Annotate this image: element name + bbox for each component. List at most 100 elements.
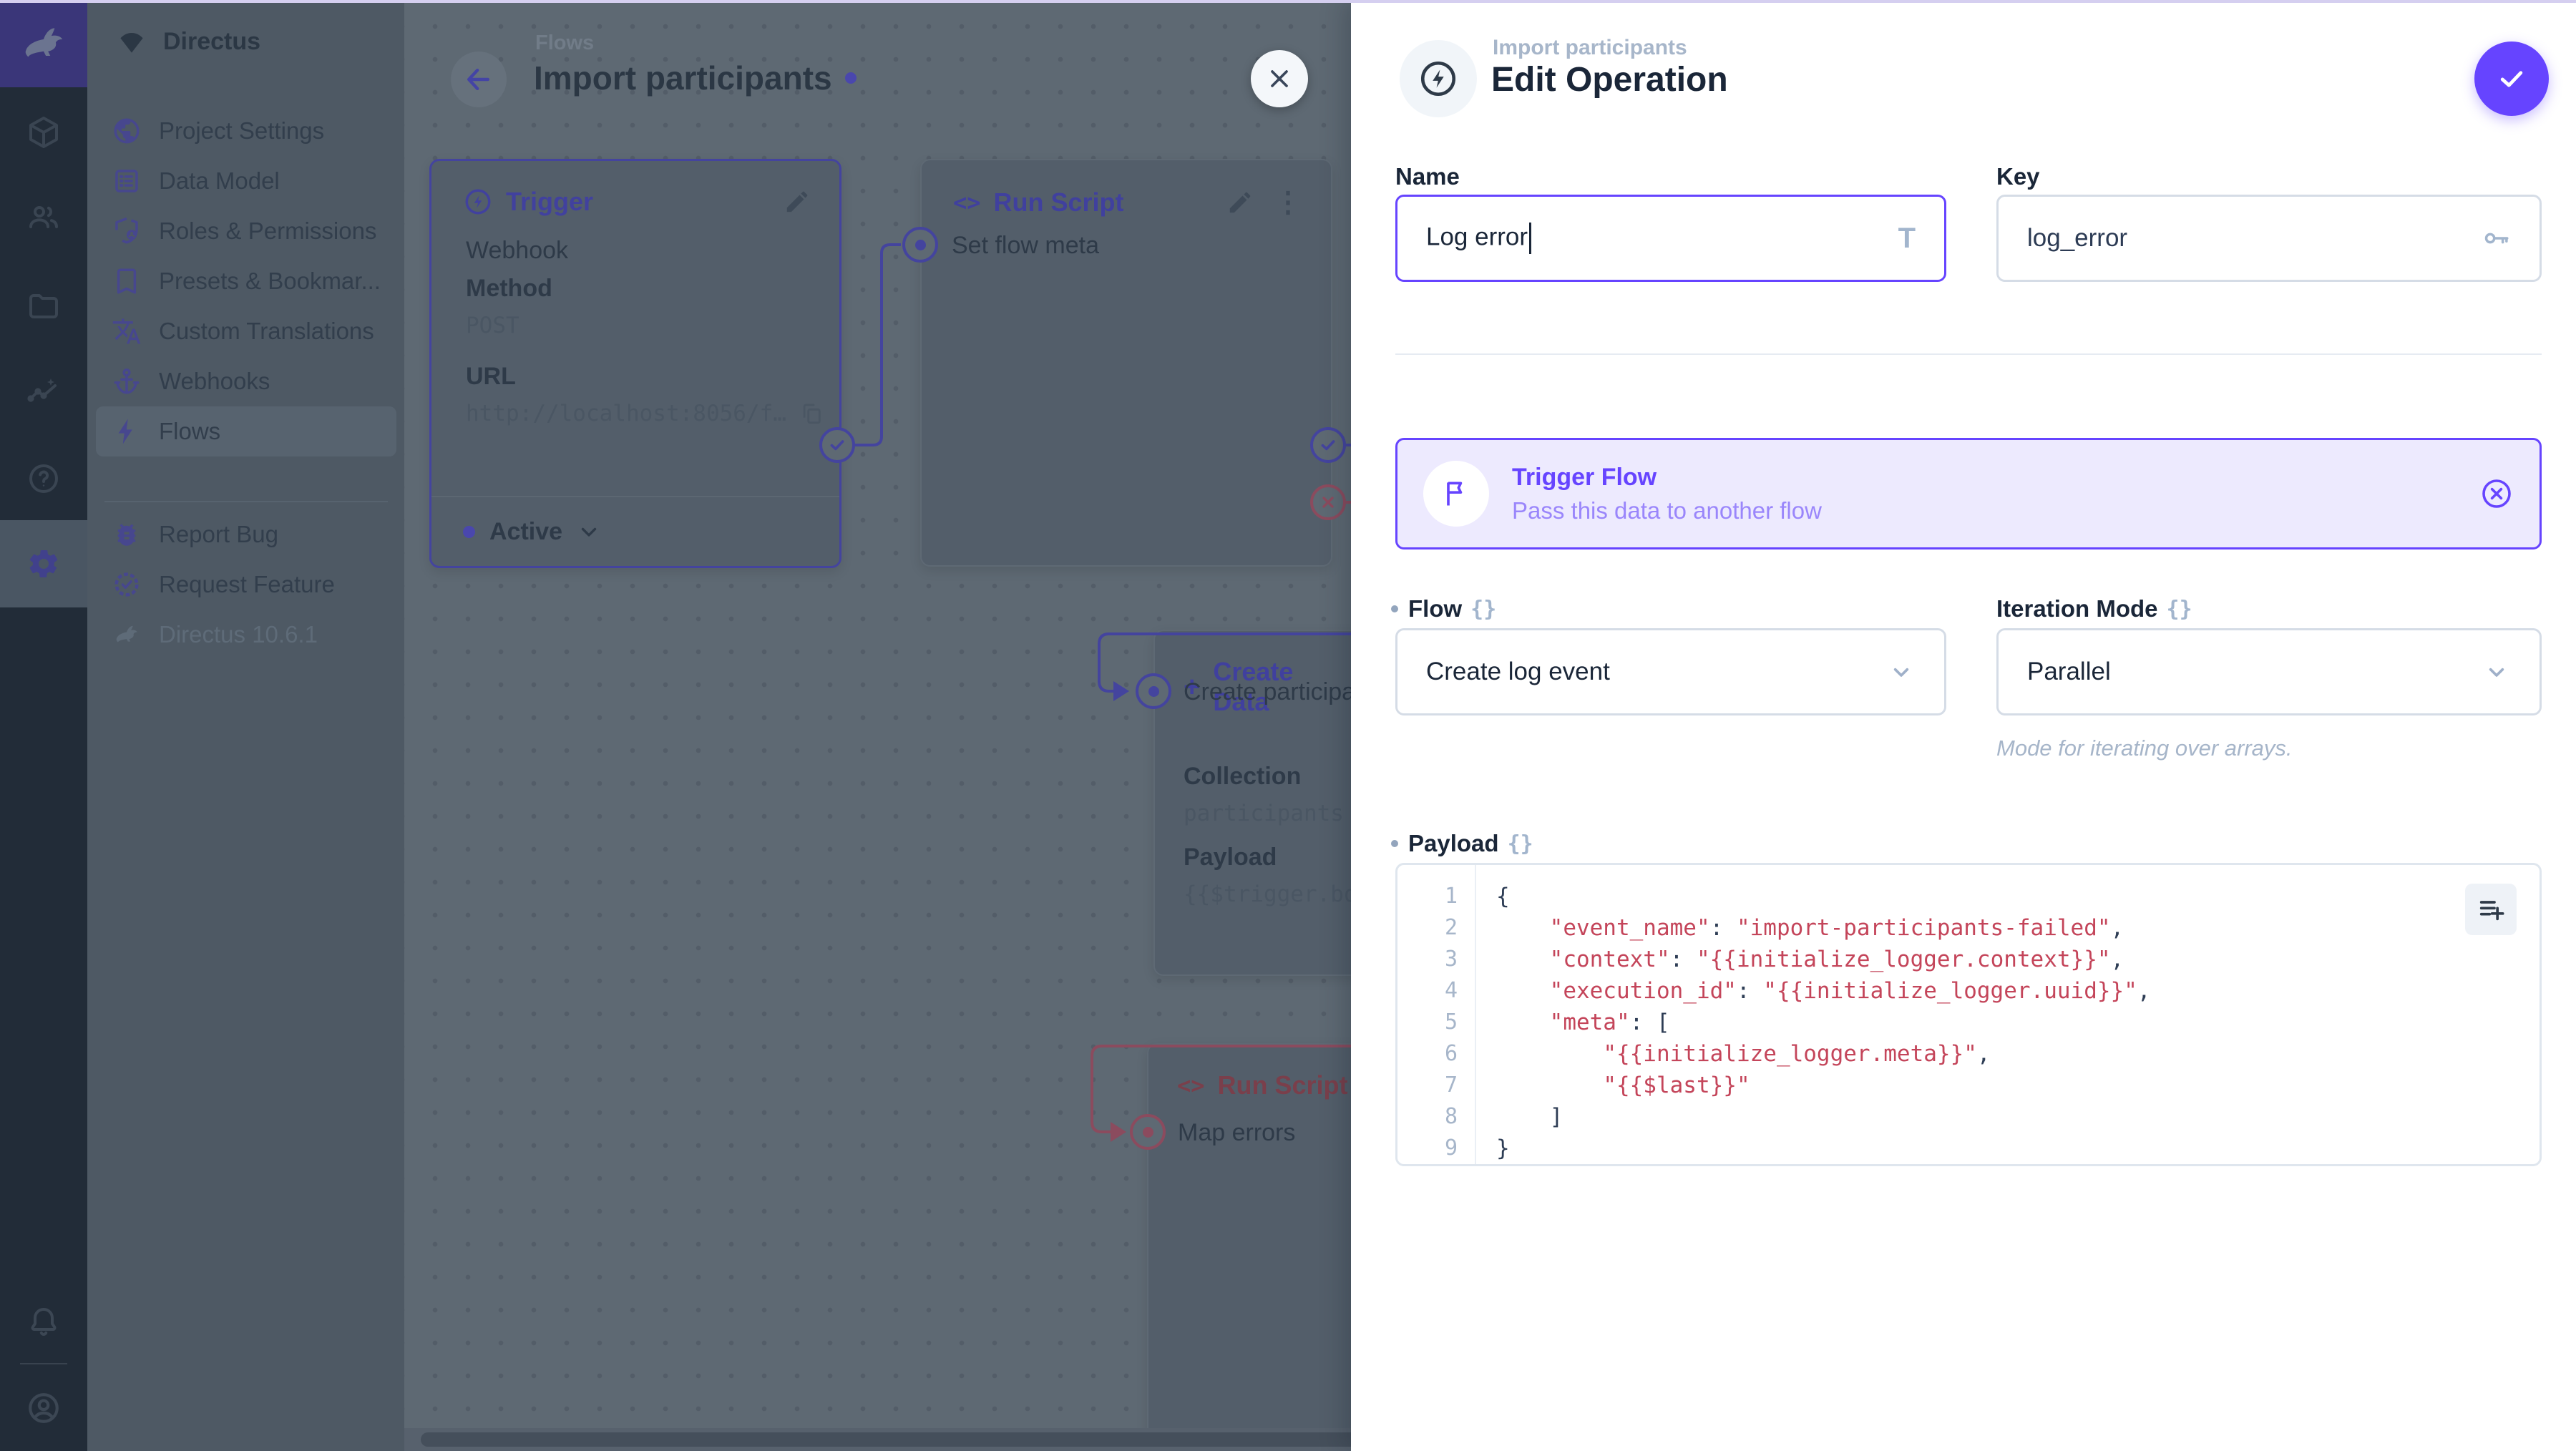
key-input[interactable]: log_error	[1996, 195, 2542, 282]
project-name: Directus	[163, 27, 261, 55]
module-insights[interactable]	[0, 348, 87, 435]
name-field-label: Name	[1395, 163, 1460, 190]
nav-divider	[104, 501, 388, 502]
account-circle-icon	[26, 1390, 62, 1426]
banner-title: Trigger Flow	[1512, 463, 1657, 491]
raw-value-icon[interactable]: {}	[1507, 831, 1533, 856]
cube-icon	[26, 115, 61, 150]
status-dot	[463, 525, 475, 538]
code-icon: <>	[953, 189, 981, 216]
sidebar-item-label: Data Model	[159, 167, 280, 194]
iteration-mode-label: Iteration Mode {}	[1996, 595, 2192, 622]
url-value: http://localhost:8056/f…	[466, 401, 786, 426]
sidebar-item-request-feature[interactable]: Request Feature	[96, 560, 396, 610]
sidebar-item-flows[interactable]: Flows	[96, 406, 396, 456]
rabbit-logo-icon	[17, 17, 70, 70]
help-icon	[26, 461, 61, 496]
iteration-mode-select[interactable]: Parallel	[1996, 628, 2542, 715]
trigger-flow-banner[interactable]: Trigger Flow Pass this data to another f…	[1395, 438, 2542, 549]
title-formatter-icon[interactable]: T	[1898, 222, 1916, 254]
trigger-card[interactable]: Trigger Webhook Method POST URL http://l…	[429, 159, 841, 568]
sidebar-item-presets-bookmarks[interactable]: Presets & Bookmar...	[96, 256, 396, 306]
pencil-icon[interactable]	[1226, 189, 1254, 216]
module-docs[interactable]	[0, 435, 87, 522]
playlist-add-icon	[2477, 895, 2505, 924]
trigger-type: Webhook	[466, 237, 569, 264]
sidebar-item-report-bug[interactable]: Report Bug	[96, 509, 396, 560]
account-button[interactable]	[0, 1364, 87, 1451]
check-icon	[2496, 63, 2527, 94]
sidebar-item-label: Flows	[159, 418, 221, 444]
iteration-note: Mode for iterating over arrays.	[1996, 736, 2293, 761]
raw-value-icon[interactable]: {}	[2166, 596, 2192, 622]
sidebar-item-roles-permissions[interactable]: Roles & Permissions	[96, 206, 396, 256]
banner-subtitle: Pass this data to another flow	[1512, 497, 1822, 524]
create-data-input-connector[interactable]	[1136, 673, 1171, 709]
remove-panel-icon[interactable]	[2479, 477, 2514, 511]
notifications-button[interactable]	[0, 1279, 87, 1366]
run-script-input-connector[interactable]	[902, 227, 938, 263]
drawer-header-icon	[1400, 40, 1477, 117]
expand-editor-button[interactable]	[2465, 884, 2517, 935]
dots-menu-icon[interactable]: ⋮	[1274, 187, 1302, 218]
close-icon	[1265, 64, 1294, 93]
flow-field-label: Flow {}	[1391, 595, 1496, 622]
run-script-reject-connector[interactable]	[1310, 484, 1346, 520]
bolt-circle-icon	[463, 187, 493, 217]
run-script-card[interactable]: <> Run Script ⋮	[920, 159, 1332, 567]
drawer-close-button[interactable]	[1251, 50, 1308, 107]
sidebar-item-label: Report Bug	[159, 521, 278, 547]
rabbit-small-icon	[112, 620, 142, 650]
modbar-divider	[20, 1363, 67, 1364]
sidebar-item-custom-translations[interactable]: Custom Translations	[96, 306, 396, 356]
collection-value: participants	[1184, 801, 1344, 826]
trigger-card-header: Trigger	[431, 161, 839, 217]
drawer-divider	[1395, 353, 2542, 355]
sidebar-item-label: Custom Translations	[159, 318, 374, 344]
chevron-down-icon	[2482, 658, 2511, 686]
sidebar-item-data-model[interactable]: Data Model	[96, 156, 396, 206]
canvas-hscrollbar-thumb[interactable]	[421, 1432, 1381, 1447]
gear-icon	[26, 547, 61, 581]
breadcrumb[interactable]: Flows	[535, 31, 595, 54]
required-dot	[1391, 605, 1398, 612]
trigger-card-body: Webhook Method POST URL http://localhost…	[431, 217, 839, 426]
error-script-card[interactable]: <> Run Script	[1147, 1043, 1384, 1451]
editor-code[interactable]: { "event_name": "import-participants-fai…	[1496, 884, 2151, 1161]
back-button[interactable]	[451, 52, 507, 107]
trigger-status-row[interactable]: Active	[431, 496, 839, 566]
pencil-icon[interactable]	[784, 188, 811, 215]
sidebar-item-project-settings[interactable]: Project Settings	[96, 106, 396, 156]
module-users[interactable]	[0, 173, 87, 260]
folder-icon	[26, 288, 61, 323]
save-button[interactable]	[2474, 41, 2549, 116]
project-fan-icon	[116, 26, 147, 57]
method-label: Method	[466, 275, 552, 302]
directus-logo-button[interactable]	[0, 0, 87, 87]
nav-footer: Report Bug Request Feature Directus 10.6…	[96, 509, 396, 660]
sidebar-item-webhooks[interactable]: Webhooks	[96, 356, 396, 406]
create-data-input-label: Create participant	[1184, 678, 1376, 705]
module-files[interactable]	[0, 262, 87, 349]
collection-label: Collection	[1184, 763, 1302, 790]
name-input[interactable]: Log error T	[1395, 195, 1946, 282]
module-settings[interactable]	[0, 520, 87, 607]
error-script-input-connector[interactable]	[1130, 1114, 1166, 1150]
trigger-resolve-connector[interactable]	[819, 427, 855, 463]
key-icon	[2481, 223, 2511, 253]
copy-icon[interactable]	[799, 401, 824, 426]
flow-select[interactable]: Create log event	[1395, 628, 1946, 715]
run-script-resolve-connector[interactable]	[1310, 427, 1346, 463]
payload-field-label: Payload {}	[1391, 830, 1533, 857]
settings-nav-sidebar: Directus Project Settings Data Model Rol…	[87, 0, 404, 1451]
module-content[interactable]	[0, 89, 87, 176]
payload-label: Payload	[1184, 844, 1277, 871]
raw-value-icon[interactable]: {}	[1470, 596, 1497, 622]
text-caret	[1529, 223, 1532, 254]
run-script-header: <> Run Script ⋮	[953, 187, 1302, 218]
project-header[interactable]: Directus	[87, 0, 404, 57]
payload-preview: {{$trigger.bod	[1184, 881, 1371, 907]
method-value: POST	[466, 313, 519, 338]
